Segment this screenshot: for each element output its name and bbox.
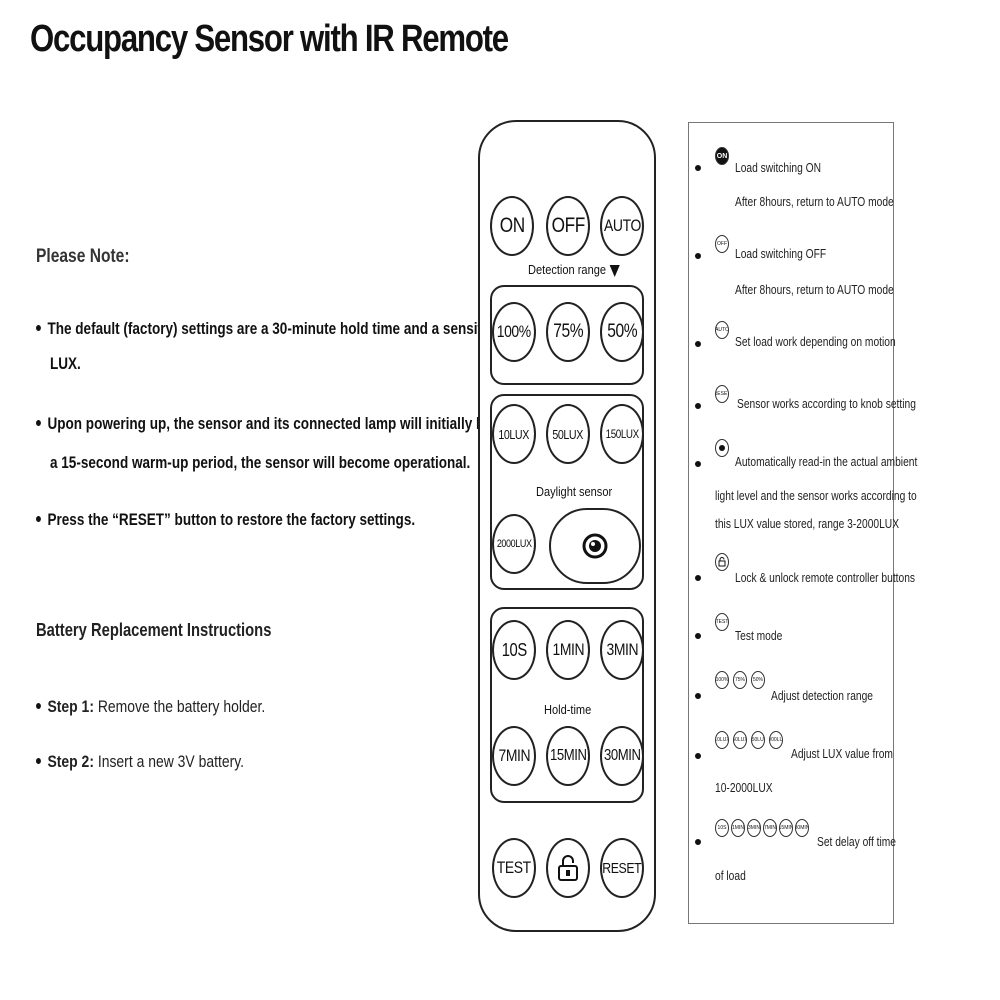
legend-sensor-text: Automatically read-in the actual ambient	[735, 455, 918, 469]
remote-30min-button: 30MIN	[600, 726, 644, 786]
ir-remote-illustration: ON OFF AUTO Detection range 100% 75% 50%…	[478, 120, 656, 932]
remote-150lux-button: 150LUX	[600, 404, 644, 464]
legend-test-text: Test mode	[735, 629, 783, 643]
bullet-dot	[695, 403, 701, 409]
off-icon: OFF	[715, 235, 729, 253]
note-bullet-1: The default (factory) settings are a 30-…	[36, 312, 559, 346]
legend-lux-text: Adjust LUX value from	[791, 747, 893, 761]
note-bullet-1-cont: LUX.	[50, 355, 81, 373]
hold-time-group	[490, 607, 644, 803]
on-icon: ON	[715, 147, 729, 165]
remote-sensor-read-button	[549, 508, 641, 584]
remote-15min-button: 15MIN	[546, 726, 590, 786]
lock-icon	[715, 553, 729, 571]
note-bullet-1-text: The default (factory) settings are a 30-…	[47, 320, 560, 338]
legend-on-sub: After 8hours, return to AUTO mode	[735, 195, 894, 209]
range-50-icon: 50%	[751, 671, 765, 689]
bullet-dot	[36, 419, 41, 426]
remote-reset-button: RESET	[600, 838, 644, 898]
legend-reset-text: Sensor works according to knob setting	[737, 397, 916, 411]
remote-range-75-button: 75%	[546, 302, 590, 362]
bullet-dot	[36, 702, 41, 709]
step-1-text: Remove the battery holder.	[93, 697, 266, 716]
remote-off-button: OFF	[546, 196, 590, 256]
lux-2000-icon: 2000LUX	[769, 731, 783, 749]
legend-sensor-text-2: light level and the sensor works accordi…	[715, 489, 917, 503]
step-1-label: Step 1:	[47, 697, 94, 716]
time-15min-icon: 15MIN	[779, 819, 793, 837]
remote-3min-button: 3MIN	[600, 620, 644, 680]
down-triangle-icon	[609, 264, 620, 277]
auto-icon: AUTO	[715, 321, 729, 339]
reset-icon: RESET	[715, 385, 729, 403]
note-bullet-2: Upon powering up, the sensor and its con…	[36, 407, 585, 441]
step-2-label: Step 2:	[47, 752, 94, 771]
battery-step-2: Step 2: Insert a new 3V battery.	[36, 745, 244, 779]
note-heading: Please Note:	[36, 246, 130, 267]
legend-time-text-2: of load	[715, 869, 746, 883]
bullet-dot	[36, 324, 41, 331]
legend-on-text: Load switching ON	[735, 161, 822, 175]
legend-time-text: Set delay off time	[817, 835, 897, 849]
time-30min-icon: 30MIN	[795, 819, 809, 837]
remote-50lux-button: 50LUX	[546, 404, 590, 464]
legend-off-sub: After 8hours, return to AUTO mode	[735, 283, 894, 297]
note-bullet-2-cont: a 15-second warm-up period, the sensor w…	[50, 454, 471, 472]
remote-legend: ON Load switching ON After 8hours, retur…	[688, 122, 917, 924]
bullet-dot	[695, 633, 701, 639]
range-75-icon: 75%	[733, 671, 747, 689]
legend-range-text: Adjust detection range	[771, 689, 874, 703]
lux-10-icon: 10LUX	[715, 731, 729, 749]
remote-1min-button: 1MIN	[546, 620, 590, 680]
bullet-dot	[36, 515, 41, 522]
bullet-dot	[695, 165, 701, 171]
remote-range-50-button: 50%	[600, 302, 644, 362]
battery-step-1: Step 1: Remove the battery holder.	[36, 690, 265, 724]
remote-lock-button	[546, 838, 590, 898]
bullet-dot	[695, 575, 701, 581]
battery-heading: Battery Replacement Instructions	[36, 620, 272, 640]
sensor-eye-icon	[715, 439, 729, 457]
daylight-sensor-label: Daylight sensor	[536, 484, 613, 499]
legend-off-text: Load switching OFF	[735, 247, 827, 261]
legend-lux-text-2: 10-2000LUX	[715, 781, 773, 795]
lock-icon	[558, 855, 578, 881]
bullet-dot	[695, 693, 701, 699]
bullet-dot	[695, 253, 701, 259]
legend-sensor-text-3: this LUX value stored, range 3-2000LUX	[715, 517, 900, 531]
step-2-text: Insert a new 3V battery.	[93, 752, 245, 771]
bullet-dot	[695, 341, 701, 347]
remote-10s-button: 10S	[492, 620, 536, 680]
sensor-eye-icon	[582, 533, 608, 559]
page-title: Occupancy Sensor with IR Remote	[30, 18, 509, 60]
remote-on-button: ON	[490, 196, 534, 256]
legend-lock-text: Lock & unlock remote controller buttons	[735, 571, 916, 585]
time-7min-icon: 7MIN	[763, 819, 777, 837]
bullet-dot	[695, 461, 701, 467]
remote-2000lux-button: 2000LUX	[492, 514, 536, 574]
note-bullet-2-text: Upon powering up, the sensor and its con…	[47, 415, 585, 433]
bullet-dot	[695, 839, 701, 845]
remote-auto-button: AUTO	[600, 196, 644, 256]
remote-7min-button: 7MIN	[492, 726, 536, 786]
remote-test-button: TEST	[492, 838, 536, 898]
legend-auto-text: Set load work depending on motion	[735, 335, 896, 349]
test-icon: TEST	[715, 613, 729, 631]
bullet-dot	[36, 757, 41, 764]
time-1min-icon: 1MIN	[731, 819, 745, 837]
bullet-dot	[695, 753, 701, 759]
range-100-icon: 100%	[715, 671, 729, 689]
lux-150-icon: 150LUX	[751, 731, 765, 749]
time-3min-icon: 3MIN	[747, 819, 761, 837]
remote-10lux-button: 10LUX	[492, 404, 536, 464]
lux-50-icon: 50LUX	[733, 731, 747, 749]
note-bullet-3-text: Press the “RESET” button to restore the …	[47, 511, 416, 529]
time-10s-icon: 10S	[715, 819, 729, 837]
note-bullet-3: Press the “RESET” button to restore the …	[36, 503, 415, 537]
remote-range-100-button: 100%	[492, 302, 536, 362]
detection-range-label: Detection range	[528, 262, 620, 277]
hold-time-label: Hold-time	[544, 702, 592, 717]
daylight-sensor-group	[490, 394, 644, 590]
